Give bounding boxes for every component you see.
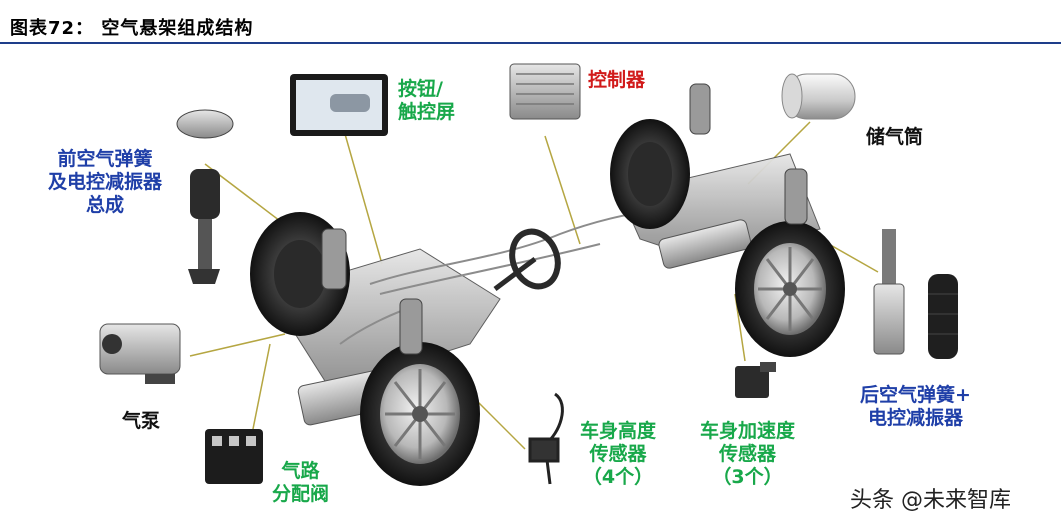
label-reservoir: 储气筒 [866,126,924,148]
rear-left-wheel [610,119,690,229]
rear-spring-component [873,229,958,359]
figure-header: 图表72： 空气悬架组成结构 [0,0,1061,44]
label-controller: 控制器 [588,69,646,91]
accel-sensor-component [735,362,776,398]
touch-screen-component [290,74,388,136]
figure-title: 图表72： 空气悬架组成结构 [10,18,254,39]
height-sensor-component [528,392,564,485]
chassis-struts [321,83,808,355]
steering-wheel [493,228,561,291]
label-accel-sensor: 车身加速度 传感器 （3个） [700,420,796,488]
rear-right-wheel [735,221,845,357]
controller-component [509,63,581,120]
label-height-sensor: 车身高度 传感器 （4个） [580,420,657,488]
suspension-diagram [99,63,958,486]
front-right-wheel [360,342,480,486]
reservoir-tank-component [781,73,856,120]
label-button-touch: 按钮/ 触控屏 [398,78,456,123]
front-spring-component [176,109,234,284]
label-front-spring: 前空气弹簧 及电控减振器 总成 [48,148,163,216]
label-pump: 气泵 [122,410,161,432]
watermark: 头条 @未来智库 [850,488,1011,513]
valve-block-component [205,429,263,484]
air-pump-component [99,323,181,384]
header-divider [0,42,1061,44]
label-valve: 气路 分配阀 [272,460,330,505]
label-rear-spring: 后空气弹簧+ 电控减振器 [860,384,971,429]
